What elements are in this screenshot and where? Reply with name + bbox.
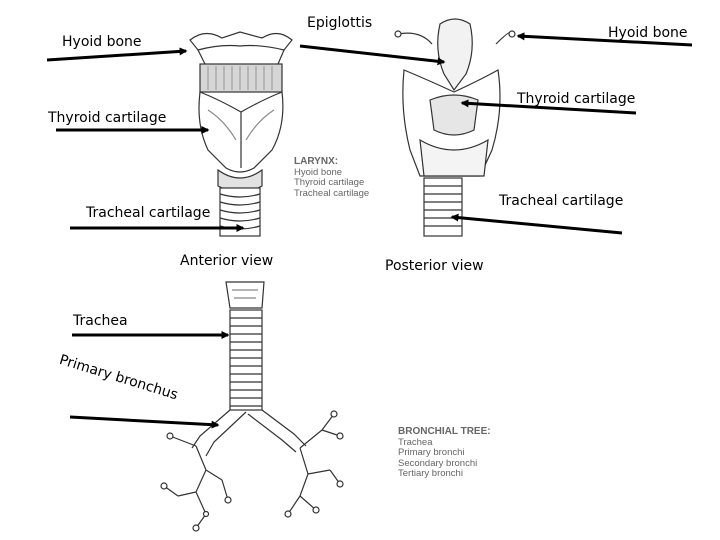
bronchial-tree-drawing (160, 281, 344, 532)
arrow-hyoid-right (516, 32, 693, 47)
bronchial-legend-item: Primary bronchi (398, 447, 465, 458)
larynx-legend-item: Thyroid cartilage (294, 177, 365, 188)
anterior-larynx-drawing (189, 31, 293, 237)
bronchial-legend-item: Secondary bronchi (398, 457, 478, 469)
bronchial-legend-item: Tertiary bronchi (398, 468, 463, 479)
arrow-tracheal-right (450, 213, 623, 235)
label-thyroid-cartilage-right: Thyroid cartilage (517, 91, 636, 107)
bronchial-legend-title: BRONCHIAL TREE: (398, 426, 491, 437)
posterior-larynx-drawing (394, 18, 516, 237)
arrow-thyroid-right (460, 99, 637, 115)
larynx-legend-item: Tracheal cartilage (294, 187, 370, 199)
bronchial-tree-legend: BRONCHIAL TREE: Trachea Primary bronchi … (398, 426, 491, 480)
label-tracheal-cartilage-left: Tracheal cartilage (86, 205, 211, 221)
label-tracheal-cartilage-right: Tracheal cartilage (499, 193, 624, 209)
label-hyoid-bone-right: Hyoid bone (608, 25, 688, 41)
larynx-legend-item: Hyoid bone (294, 166, 343, 178)
label-anterior-view: Anterior view (180, 253, 274, 269)
larynx-legend: LARYNX: Hyoid bone Thyroid cartilage Tra… (294, 156, 370, 199)
label-trachea: Trachea (73, 313, 128, 329)
label-posterior-view: Posterior view (385, 258, 484, 274)
label-thyroid-cartilage-left: Thyroid cartilage (48, 110, 167, 126)
label-epiglottis: Epiglottis (307, 15, 373, 31)
annotation-arrows (46, 32, 693, 429)
arrow-hyoid-left (46, 47, 188, 62)
arrow-primary-bronchus (69, 415, 220, 429)
larynx-legend-title: LARYNX: (294, 156, 339, 167)
bronchial-legend-item: Trachea (398, 436, 433, 448)
label-hyoid-bone-left: Hyoid bone (62, 34, 142, 50)
arrow-epiglottis (299, 44, 446, 66)
